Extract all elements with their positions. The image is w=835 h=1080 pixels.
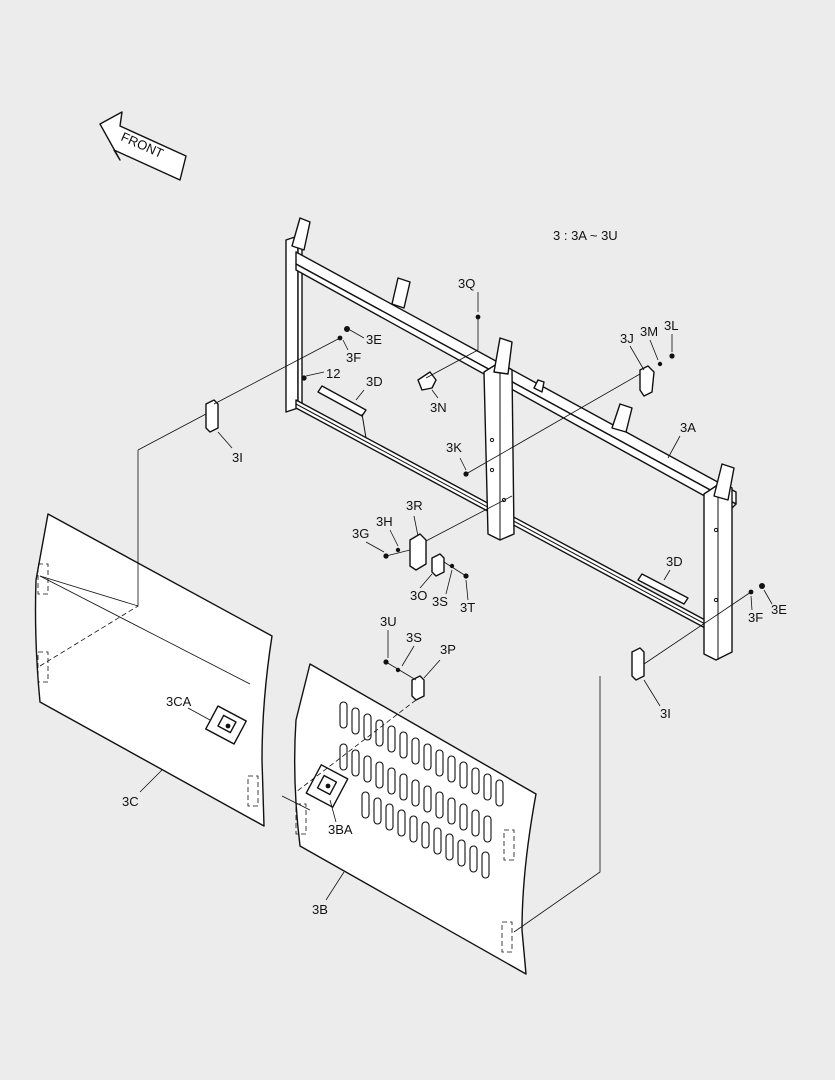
washer-3S-upper — [449, 563, 455, 569]
label-12: 12 — [326, 366, 340, 381]
label-leaders — [139, 292, 773, 901]
washer-3H — [395, 547, 401, 553]
label-3I-left: 3I — [232, 450, 243, 465]
label-3K: 3K — [446, 440, 462, 455]
label-3C: 3C — [122, 794, 139, 809]
latch-bracket-3R — [409, 533, 427, 571]
label-3E-right: 3E — [771, 602, 787, 617]
label-3S-upper: 3S — [432, 594, 448, 609]
label-3Q: 3Q — [458, 276, 475, 291]
nut-3L — [669, 353, 675, 359]
bracket-3O — [431, 553, 445, 577]
washer-3M — [657, 361, 663, 367]
label-3A: 3A — [680, 420, 696, 435]
front-arrow-icon: FRONT — [99, 111, 187, 181]
label-3M: 3M — [640, 324, 658, 339]
label-3B: 3B — [312, 902, 328, 917]
label-3U: 3U — [380, 614, 397, 629]
bolt-12 — [301, 375, 307, 381]
door-3B — [293, 663, 537, 975]
bumper-3N — [417, 371, 437, 391]
label-3BA: 3BA — [328, 822, 353, 837]
label-3E-top: 3E — [366, 332, 382, 347]
assembly-note: 3 : 3A ~ 3U — [553, 228, 618, 243]
label-3F-right: 3F — [748, 610, 763, 625]
bracket-3I-right — [631, 647, 645, 681]
label-3G: 3G — [352, 526, 369, 541]
bracket-3I-left — [205, 399, 219, 433]
label-3H: 3H — [376, 514, 393, 529]
door-3C — [34, 513, 273, 827]
label-3O: 3O — [410, 588, 427, 603]
label-3P: 3P — [440, 642, 456, 657]
label-3D-top: 3D — [366, 374, 383, 389]
catch-3P — [411, 675, 425, 701]
label-3R: 3R — [406, 498, 423, 513]
hinge-3J — [639, 365, 655, 397]
label-3CA: 3CA — [166, 694, 192, 709]
label-3D-bottom: 3D — [666, 554, 683, 569]
connection-lines — [39, 317, 752, 933]
part-labels: 3A 3B 3BA 3C 3CA 3D 3D 3E 3E 3F 3F 3G 3H… — [122, 276, 787, 917]
label-3I-right: 3I — [660, 706, 671, 721]
washer-3E-top — [344, 326, 350, 332]
louver-slots — [339, 701, 504, 879]
label-3F-top: 3F — [346, 350, 361, 365]
label-3T: 3T — [460, 600, 475, 615]
label-3J: 3J — [620, 331, 634, 346]
label-3N: 3N — [430, 400, 447, 415]
washer-3E-right — [759, 583, 765, 589]
label-3L: 3L — [664, 318, 678, 333]
label-3S-lower: 3S — [406, 630, 422, 645]
frame-3A — [285, 217, 737, 661]
